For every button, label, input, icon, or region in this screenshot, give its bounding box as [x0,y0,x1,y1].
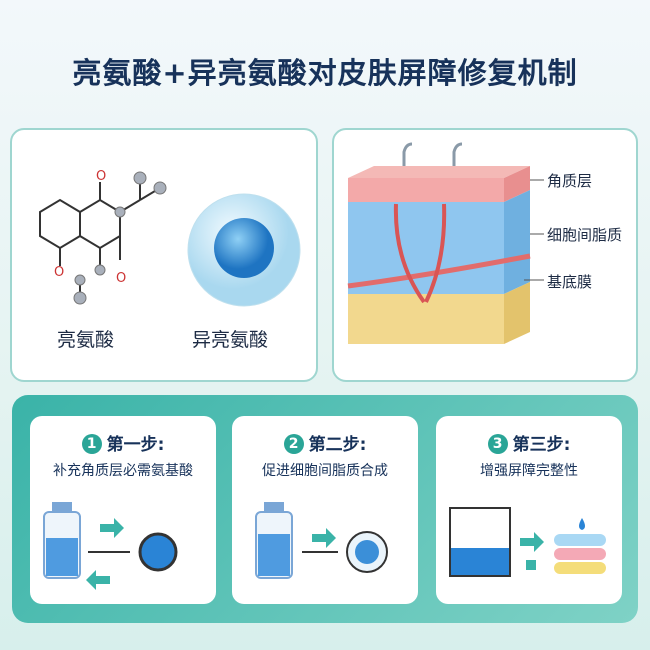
basement-membrane-label: 基底膜 [547,273,593,291]
leucine-label: 亮氨酸 [57,329,115,351]
svg-text:O: O [116,271,126,286]
svg-text:O: O [96,169,106,184]
skin-cross-section-icon [347,142,544,344]
bottle-to-cell-icon [43,502,178,590]
leucine-structure-icon: O O O [39,169,301,307]
skin-layers-panel: 角质层 细胞间脂质 基底膜 [332,128,638,382]
bottle-to-lipid-icon [255,502,388,579]
stratum-corneum-label: 角质层 [547,172,593,190]
step-desc: 促进细胞间脂质合成 [262,463,388,479]
intercellular-lipids-label: 细胞间脂质 [547,226,623,244]
svg-text:O: O [54,265,64,280]
barrier-layers-icon [449,507,606,577]
isoleucine-label: 异亮氨酸 [192,329,269,351]
step-desc: 增强屏障完整性 [480,463,578,479]
page-title: 亮氨酸+异亮氨酸对皮肤屏障修复机制 [72,56,578,90]
step-title: 第二步: [308,435,367,455]
step-desc: 补充角质层必需氨基酸 [53,463,193,479]
molecules-panel: O O O 亮氨酸 异亮氨酸 [10,128,318,382]
step-title: 第一步: [106,435,165,455]
step-title: 第三步: [512,435,571,455]
